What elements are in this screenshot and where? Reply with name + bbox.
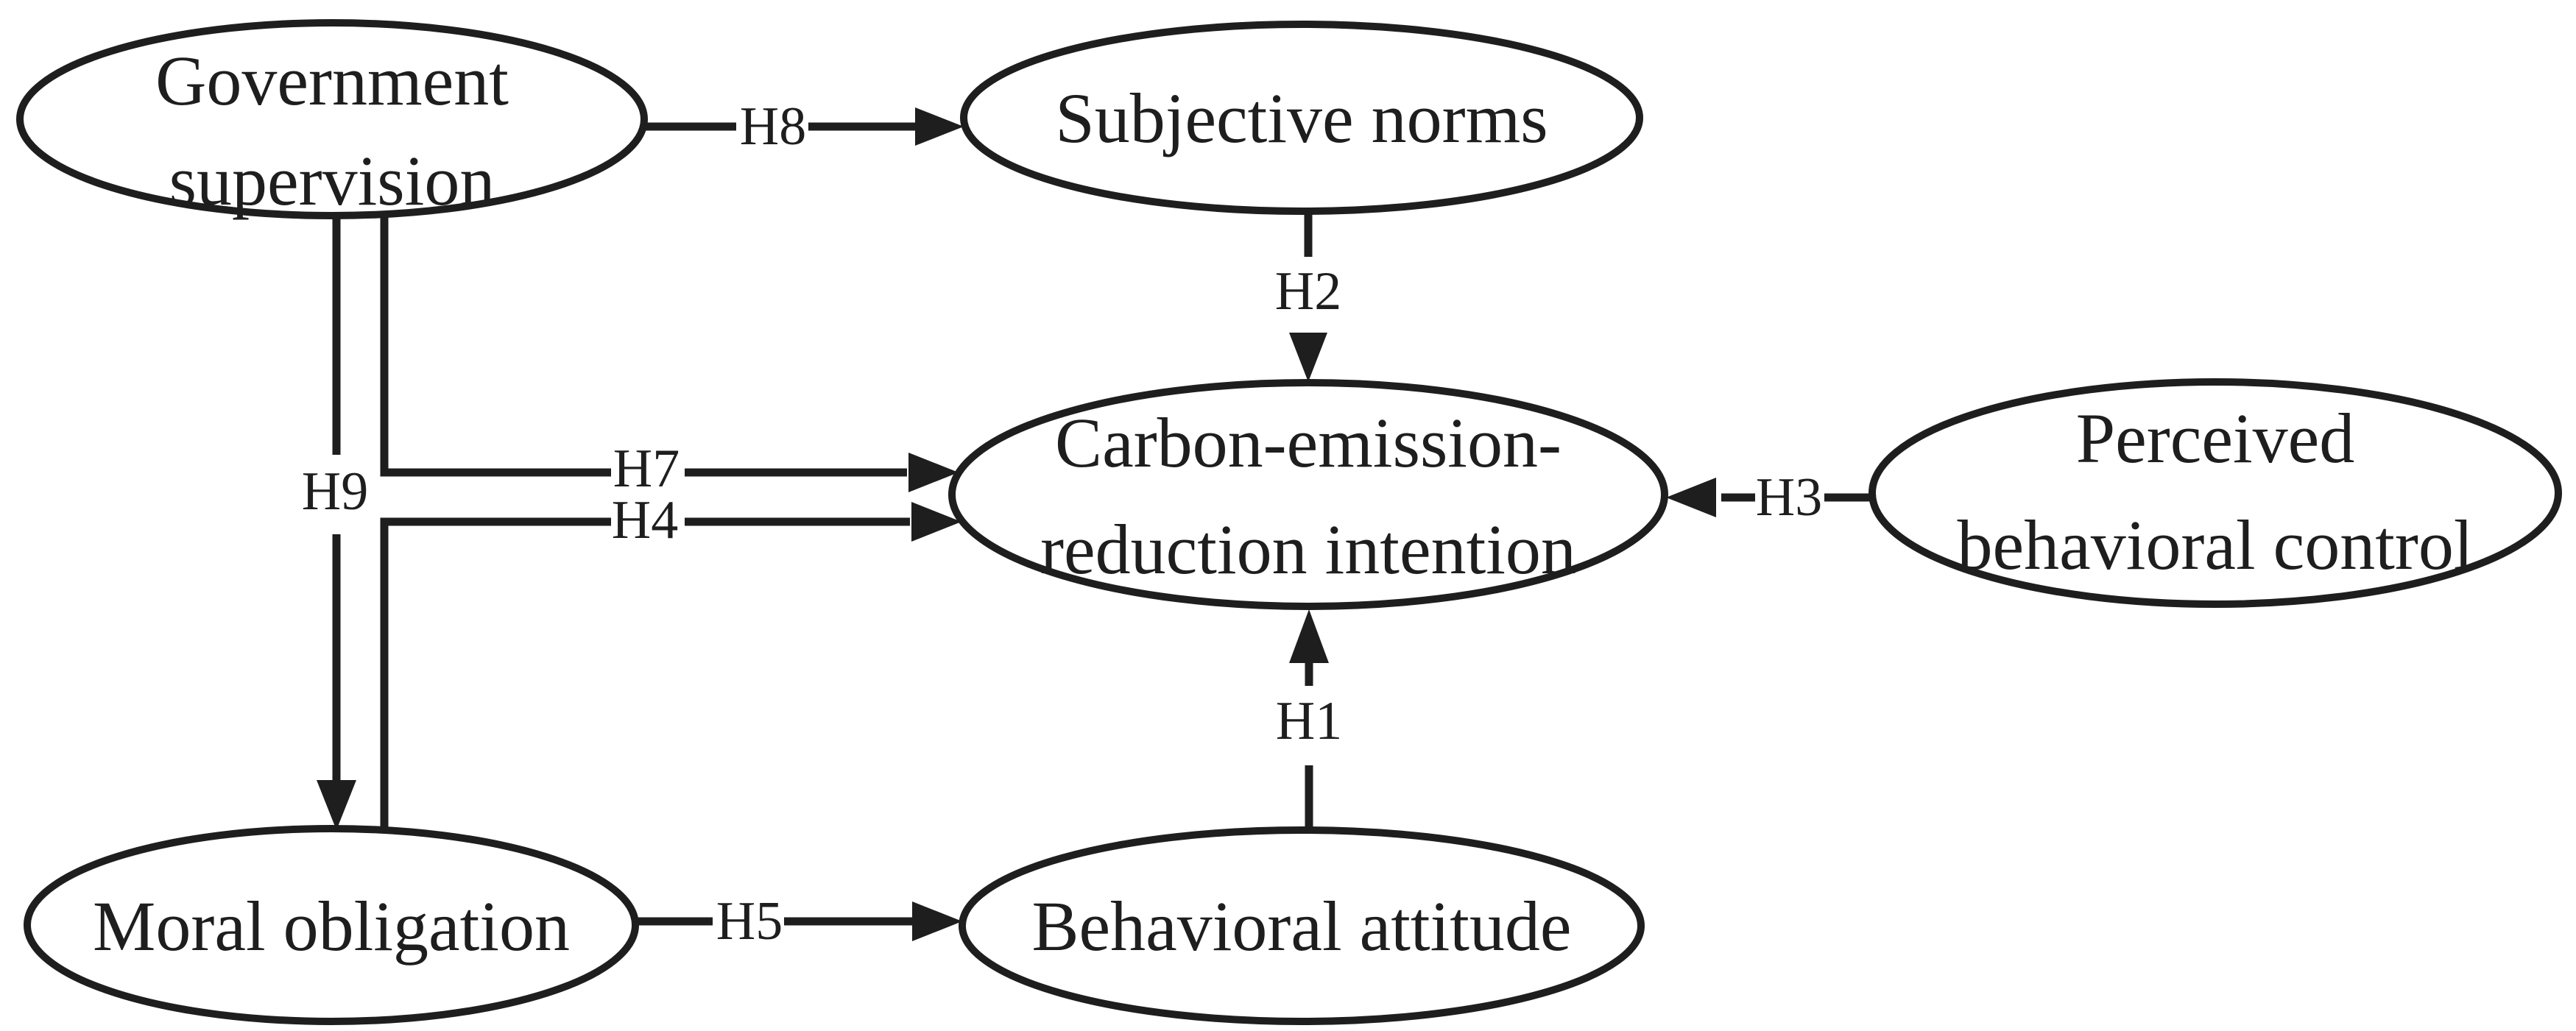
edge-h5-label: H5 <box>716 891 783 952</box>
edge-h7-trunk <box>380 212 611 477</box>
node-subjective-norms: Subjective norms <box>960 21 1643 215</box>
node-carbon-emission-reduction-intention-label-line2: reduction intention <box>1040 510 1576 589</box>
node-perceived-behavioral-control: Perceived behavioral control <box>1869 378 2562 608</box>
edge-h7-label: H7 <box>613 439 680 499</box>
edge-h4: H4 <box>380 490 961 832</box>
edge-h4-trunk <box>380 517 611 832</box>
node-subjective-norms-ellipse <box>960 21 1643 215</box>
edge-h4-label: H4 <box>612 490 678 550</box>
node-perceived-behavioral-control-label-line2: behavioral control <box>1957 506 2473 584</box>
edge-h7: H7 <box>380 212 959 499</box>
node-government-supervision-label-line1: Government <box>155 41 509 120</box>
node-perceived-behavioral-control-label-line1: Perceived <box>2076 399 2354 478</box>
edge-h2: H2 <box>1275 210 1341 382</box>
edge-h5-arrowhead <box>912 901 962 941</box>
edge-h9-label: H9 <box>302 461 368 522</box>
node-moral-obligation-ellipse <box>24 825 639 1025</box>
node-government-supervision-label-line2: supervision <box>169 141 495 220</box>
edge-h9: H9 <box>302 212 368 830</box>
node-carbon-emission-reduction-intention: Carbon-emission- reduction intention <box>948 379 1668 610</box>
edge-h5: H5 <box>634 891 962 952</box>
edge-h2-label: H2 <box>1275 261 1341 322</box>
edge-h3: H3 <box>1666 467 1876 528</box>
edge-h3-arrowhead <box>1666 478 1716 517</box>
node-carbon-emission-reduction-intention-label-line1: Carbon-emission- <box>1055 403 1562 482</box>
edge-h7-arrowhead <box>908 453 959 492</box>
edge-h1-arrowhead <box>1289 609 1329 663</box>
edge-h2-arrowhead <box>1289 333 1327 382</box>
node-moral-obligation: Moral obligation <box>24 825 639 1025</box>
edge-h8-arrowhead <box>915 107 964 146</box>
node-moral-obligation-label: Moral obligation <box>93 887 570 966</box>
edge-h4-arrowhead <box>911 502 961 542</box>
node-carbon-emission-reduction-intention-ellipse <box>948 379 1668 610</box>
node-government-supervision-ellipse <box>16 19 648 219</box>
edge-h3-label: H3 <box>1756 467 1822 528</box>
node-perceived-behavioral-control-ellipse <box>1869 378 2562 608</box>
edge-h1-label: H1 <box>1276 691 1342 751</box>
edge-h1: H1 <box>1276 609 1342 832</box>
edge-h9-arrowhead <box>317 780 356 830</box>
node-behavioral-attitude-ellipse <box>959 826 1645 1025</box>
edge-h8-label: H8 <box>740 96 806 157</box>
node-subjective-norms-label: Subjective norms <box>1055 79 1548 157</box>
node-behavioral-attitude-label: Behavioral attitude <box>1031 887 1571 966</box>
node-government-supervision: Government supervision <box>16 19 648 220</box>
edge-h8: H8 <box>646 96 964 157</box>
node-behavioral-attitude: Behavioral attitude <box>959 826 1645 1025</box>
